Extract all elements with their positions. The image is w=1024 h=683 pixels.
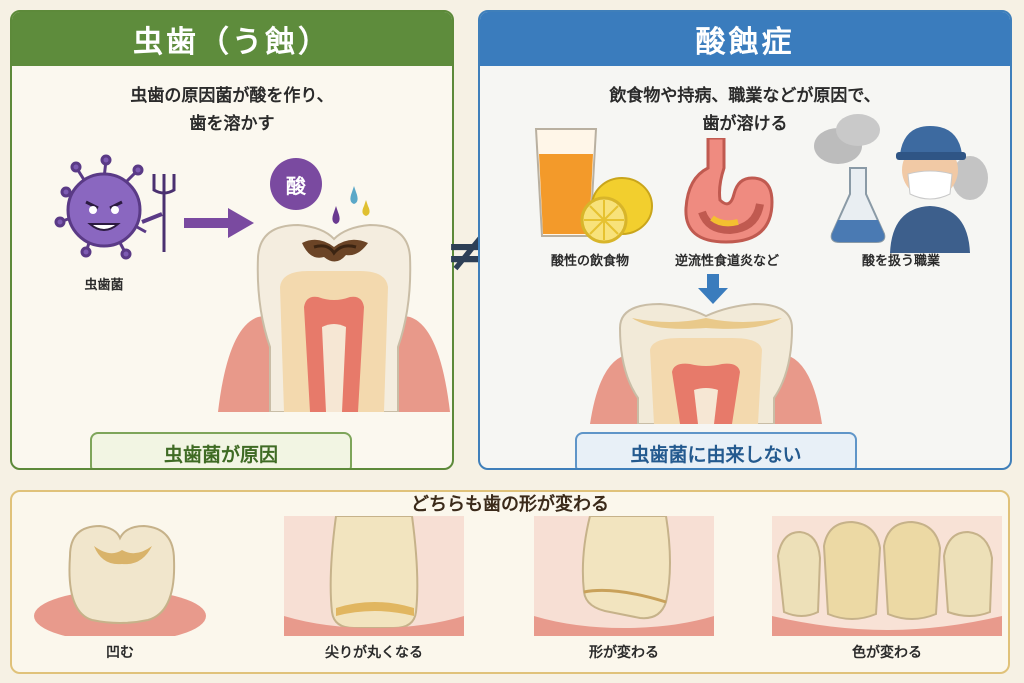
erosion-desc-line1: 飲食物や持病、職業などが原因で、	[609, 86, 881, 106]
arrow-down-icon	[698, 274, 728, 304]
reflux-label: 逆流性食道炎など	[674, 254, 779, 269]
occupation-label: 酸を扱う職業	[861, 254, 940, 269]
erosion-panel: 酸蝕症 飲食物や持病、職業などが原因で、 歯が溶ける 酸性の飲食物 逆流性食道炎…	[478, 10, 1012, 470]
common-effects-title-text: どちらも歯の形が変わる	[395, 494, 625, 515]
effect-label-dent: 凹む	[106, 645, 134, 661]
caries-panel: 虫歯（う蝕） 虫歯の原因菌が酸を作り、 歯を溶かす 虫歯菌 酸	[10, 10, 454, 470]
effect-card-dent: 凹む	[30, 516, 210, 666]
arrow-right-icon	[184, 208, 254, 238]
common-effects-panel: どちらも歯の形が変わる 凹む 尖りが丸くなる 形が変わる	[10, 490, 1010, 674]
stomach-icon	[684, 138, 774, 244]
eroded-tooth-icon	[590, 302, 822, 424]
worker-flask-icon	[814, 114, 988, 253]
effect-label-color: 色が変わる	[852, 645, 922, 661]
caries-desc-line1: 虫歯の原因菌が酸を作り、	[130, 86, 334, 106]
germ-label: 虫歯菌	[84, 278, 124, 293]
caries-cause-box: 虫歯菌が原因	[90, 432, 352, 468]
acidic-food-label: 酸性の飲食物	[550, 254, 629, 269]
dented-molar-icon	[34, 524, 206, 636]
discolored-teeth-icon	[772, 516, 1002, 636]
effect-card-rounded: 尖りが丸くなる	[284, 516, 464, 666]
rounded-incisor-icon	[284, 516, 464, 636]
caries-title: 虫歯（う蝕）	[12, 12, 452, 66]
erosion-description: 飲食物や持病、職業などが原因で、 歯が溶ける	[480, 82, 1010, 138]
effect-label-rounded: 尖りが丸くなる	[325, 645, 423, 661]
erosion-desc-line2: 歯が溶ける	[702, 114, 788, 134]
acid-drops-icon	[332, 186, 370, 224]
effect-label-shape: 形が変わる	[589, 645, 659, 661]
effect-card-shape: 形が変わる	[534, 516, 714, 666]
acid-badge: 酸	[270, 158, 322, 210]
erosion-title: 酸蝕症	[480, 12, 1010, 66]
caries-description: 虫歯の原因菌が酸を作り、 歯を溶かす	[12, 82, 452, 138]
effect-card-color: 色が変わる	[772, 516, 1002, 666]
decayed-tooth-icon	[218, 223, 450, 412]
erosion-cause-box: 虫歯菌に由来しない	[575, 432, 857, 468]
misshapen-incisor-icon	[534, 516, 714, 636]
juice-lemon-icon	[534, 128, 653, 244]
caries-desc-line2: 歯を溶かす	[189, 114, 275, 134]
common-effects-title: どちらも歯の形が変わる	[12, 490, 1008, 516]
germ-icon	[54, 154, 176, 260]
